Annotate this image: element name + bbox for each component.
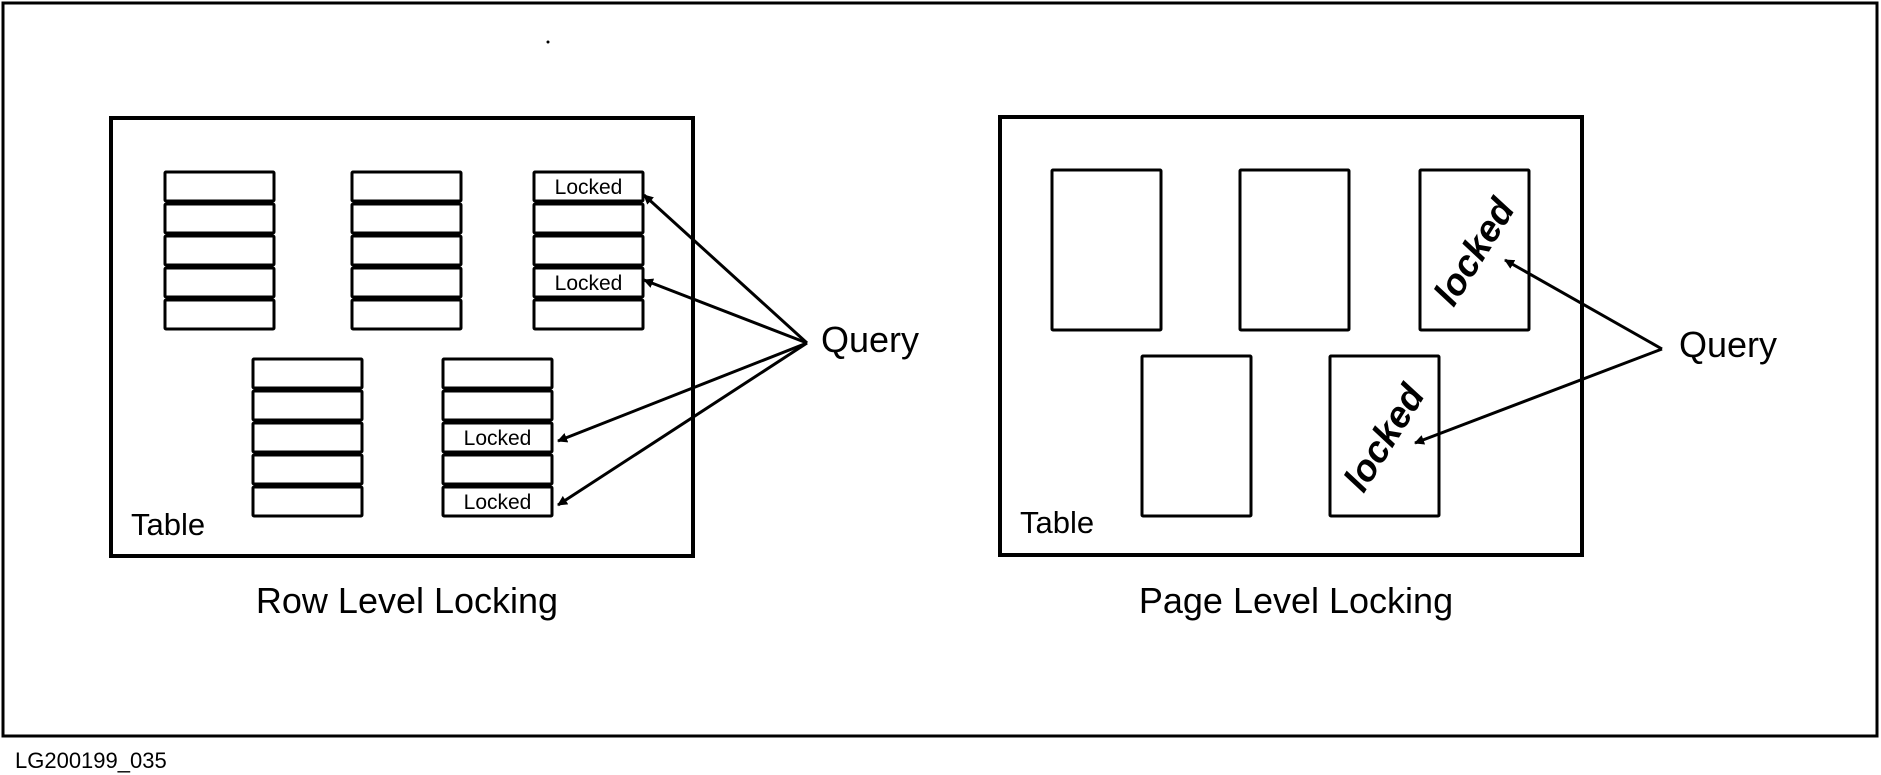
row [532, 298, 645, 331]
row [350, 234, 463, 267]
locked-row-label: Locked [555, 176, 623, 199]
row-page [251, 357, 364, 518]
page-box [1328, 354, 1441, 518]
locked-row [441, 421, 554, 454]
row [163, 298, 276, 331]
page-box [1418, 168, 1531, 332]
row-query-label: Query [821, 319, 919, 360]
row [441, 453, 554, 486]
page-box [1050, 168, 1163, 332]
row-arrow-3 [557, 341, 808, 443]
row [532, 234, 645, 267]
row [251, 357, 364, 390]
page [1238, 168, 1351, 332]
page-query-label: Query [1679, 324, 1777, 365]
stray-dot [546, 40, 550, 44]
row [350, 202, 463, 235]
locked-row [532, 170, 645, 203]
row [163, 266, 276, 299]
row-table-label: Table [131, 507, 205, 542]
row [350, 170, 463, 203]
page-box [1140, 354, 1253, 518]
page-table-label: Table [1020, 505, 1094, 540]
row-arrow-1 [642, 193, 809, 345]
row [532, 202, 645, 235]
locked-row [441, 485, 554, 518]
page [1050, 168, 1163, 332]
row [441, 357, 554, 390]
page-query-arrows [1414, 258, 1663, 445]
locked-row-label: Locked [464, 427, 532, 450]
row [441, 389, 554, 422]
row-page [163, 170, 276, 331]
figure-id: LG200199_035 [15, 748, 167, 773]
row-caption: Row Level Locking [256, 580, 558, 621]
row [251, 421, 364, 454]
row-page [350, 170, 463, 331]
page-level-locking-diagram: locked locked Table Query Page Level Lock… [998, 115, 1777, 621]
locked-row [532, 266, 645, 299]
page-pages: locked locked [1050, 168, 1531, 518]
row [251, 485, 364, 518]
row-table-box [109, 116, 695, 558]
page-caption: Page Level Locking [1139, 580, 1453, 621]
row-query-arrows [557, 193, 809, 507]
row-arrow-2 [643, 278, 808, 345]
row [163, 170, 276, 203]
locked-page: locked [1328, 354, 1441, 518]
row [251, 453, 364, 486]
page-arrow-2 [1414, 347, 1663, 445]
locked-row-label: Locked [555, 272, 623, 295]
locked-page: locked [1418, 168, 1531, 332]
row [163, 202, 276, 235]
page-arrow-1 [1504, 258, 1663, 351]
locked-row-label: Locked [464, 491, 532, 514]
page-box [1238, 168, 1351, 332]
row [350, 298, 463, 331]
page [1140, 354, 1253, 518]
row [350, 266, 463, 299]
row [251, 389, 364, 422]
row [163, 234, 276, 267]
row-arrow-4 [557, 341, 808, 507]
outer-frame [1, 1, 1879, 738]
page-table-box [998, 115, 1584, 557]
